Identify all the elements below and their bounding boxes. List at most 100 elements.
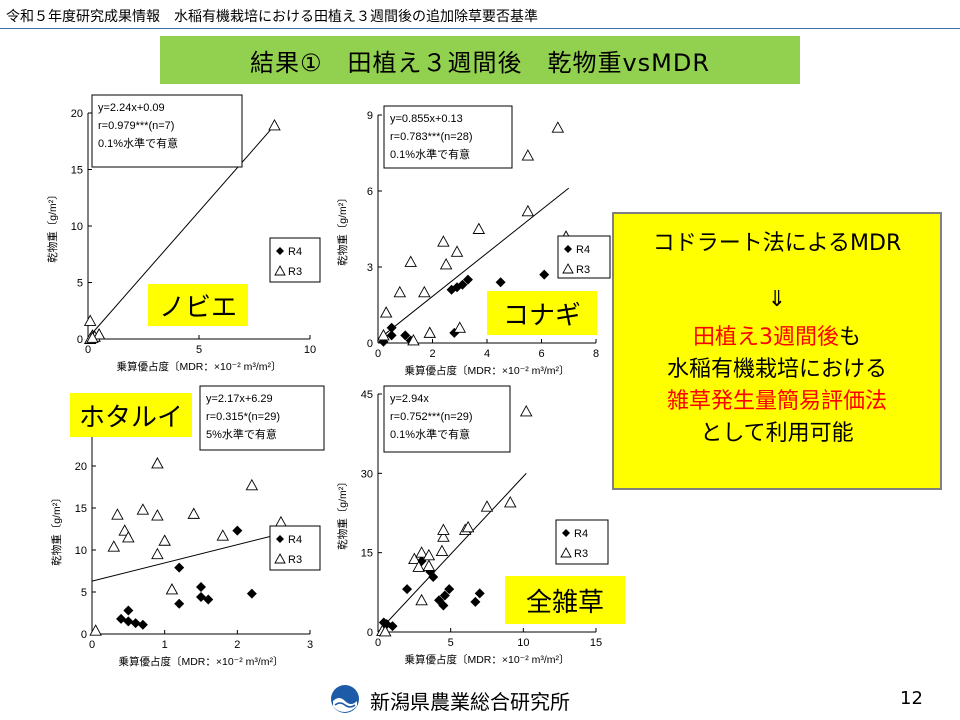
y-tick-label: 9: [367, 110, 373, 122]
summary-line-5: 雑草発生量簡易評価法: [666, 389, 887, 414]
stats-annotation-line: y=0.855x+0.13: [390, 113, 463, 125]
x-tick-label: 4: [484, 348, 490, 360]
x-tick-label: 8: [593, 348, 599, 360]
x-tick-label: 3: [307, 639, 313, 651]
data-point-r3: [437, 530, 450, 542]
y-axis-label: 乾物重〔g/m²〕: [336, 192, 349, 266]
summary-line-3-highlight: 田植え3週間後: [692, 325, 839, 350]
institute-logo-icon: [331, 685, 359, 713]
data-point-r3: [268, 118, 281, 131]
data-point-r3: [151, 509, 164, 521]
data-point-r4: [123, 616, 134, 627]
data-point-r3: [439, 258, 453, 270]
stats-annotation-line: r=0.979***(n=7): [98, 120, 174, 132]
data-point-r4: [137, 619, 148, 630]
data-point-r3: [423, 326, 437, 338]
header-divider: [0, 28, 960, 29]
label-konagi: コナギ: [487, 291, 597, 335]
legend-marker-r4: [564, 245, 572, 253]
y-tick-label: 10: [75, 545, 87, 557]
x-tick-label: 6: [538, 348, 544, 360]
data-point-r4: [457, 279, 468, 290]
regression-line: [377, 473, 527, 633]
x-tick-label: 0: [375, 637, 381, 649]
y-tick-label: 10: [71, 221, 83, 233]
data-point-r3: [412, 560, 425, 572]
legend-label-r4: R4: [288, 246, 302, 258]
x-tick-label: 1: [162, 639, 168, 651]
data-point-r3: [89, 624, 102, 636]
stats-annotation-line: y=2.94x: [390, 393, 429, 405]
y-tick-label: 0: [81, 629, 87, 641]
data-point-r3: [274, 515, 288, 528]
summary-line-1: コドラート法によるMDR: [652, 231, 902, 256]
data-point-r3: [393, 285, 407, 298]
data-point-r4: [402, 584, 413, 595]
y-tick-label: 15: [361, 548, 373, 560]
data-point-r3: [216, 529, 230, 541]
data-point-r3: [519, 405, 533, 417]
stats-annotation-line: y=2.17x+6.29: [206, 393, 273, 405]
stats-annotation-line: r=0.783***(n=28): [390, 131, 473, 143]
y-tick-label: 6: [367, 186, 373, 198]
data-point-r4: [444, 584, 455, 595]
data-point-r3: [165, 583, 179, 595]
x-axis-label: 乗算優占度〔MDR：×10⁻² m³/m²〕: [404, 364, 569, 377]
legend-marker-r3: [274, 553, 286, 564]
data-point-r3: [480, 500, 494, 512]
down-arrow-icon: ⇓: [767, 287, 787, 312]
data-point-r3: [551, 121, 565, 133]
stats-annotation-box: [383, 385, 511, 453]
data-point-r3: [521, 149, 535, 161]
x-tick-label: 15: [590, 637, 602, 649]
x-tick-label: 2: [429, 348, 435, 360]
y-tick-label: 45: [361, 389, 373, 401]
legend-label-r4: R4: [288, 534, 302, 546]
data-point-r4: [400, 330, 411, 341]
x-tick-label: 0: [89, 639, 95, 651]
stats-annotation-line: r=0.315*(n=29): [206, 411, 280, 423]
data-point-r3: [122, 530, 135, 543]
page-number: 12: [900, 688, 923, 709]
data-point-r3: [408, 552, 421, 564]
data-point-r4: [474, 588, 485, 599]
data-point-r3: [422, 559, 436, 571]
x-tick-label: 10: [517, 637, 529, 649]
data-point-r3: [86, 331, 99, 343]
data-point-r3: [151, 547, 164, 560]
data-point-r4: [232, 525, 243, 536]
legend-label-r3: R3: [288, 554, 302, 566]
data-point-r4: [428, 571, 439, 582]
data-point-r3: [245, 478, 259, 491]
y-tick-label: 0: [367, 627, 373, 639]
footer-organization: 新潟県農業総合研究所: [370, 690, 570, 714]
data-point-r3: [437, 235, 450, 247]
data-point-r4: [470, 596, 481, 607]
stats-annotation-line: y=2.24x+0.09: [98, 102, 165, 114]
data-point-r3: [107, 540, 121, 552]
legend-marker-r4: [562, 529, 570, 537]
data-point-r3: [472, 222, 486, 234]
stats-annotation-line: r=0.752***(n=29): [390, 411, 473, 423]
y-tick-label: 20: [71, 108, 83, 120]
data-point-r3: [435, 544, 449, 557]
data-point-r3: [111, 508, 124, 520]
data-point-r3: [83, 314, 97, 326]
x-axis-label: 乗算優占度〔MDR：×10⁻² m³/m²〕: [404, 653, 569, 666]
x-tick-label: 5: [196, 344, 202, 356]
slide-title: 結果① 田植え３週間後 乾物重vsMDR: [249, 48, 711, 77]
label-nobie: ノビエ: [148, 284, 248, 326]
data-point-r4: [438, 600, 449, 611]
title-banner: 結果① 田植え３週間後 乾物重vsMDR: [160, 36, 800, 84]
legend-label-r3: R3: [288, 266, 302, 278]
data-point-r4: [446, 284, 457, 295]
summary-line-6: として利用可能: [700, 421, 854, 446]
data-point-r3: [418, 285, 431, 298]
data-point-r4: [495, 277, 506, 288]
summary-line-3: 田植え3週間後も: [614, 322, 940, 354]
y-tick-label: 5: [77, 278, 83, 290]
data-point-r3: [379, 306, 393, 318]
